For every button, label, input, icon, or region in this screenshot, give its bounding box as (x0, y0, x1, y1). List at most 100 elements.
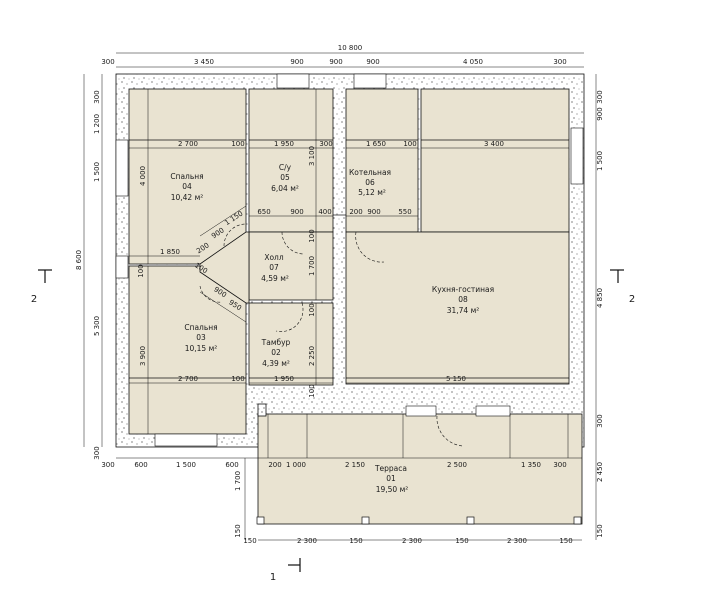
dim-internal: 1 650 (366, 140, 386, 148)
room-label-03: Спальня 03 10,15 м² (184, 323, 217, 353)
room-name: Терраса (374, 464, 407, 473)
dim-bottom: 600 (225, 461, 238, 469)
section-marker-left: 2 (31, 269, 52, 305)
room-label-08: Кухня-гостиная 08 31,74 м² (432, 285, 494, 315)
dim-top: 900 (366, 58, 379, 66)
dim-internal: 100 (308, 303, 316, 316)
dim-right: 300 (596, 90, 604, 103)
room-area: 19,50 м² (376, 485, 409, 494)
dim-top: 3 450 (194, 58, 214, 66)
room-08-upper (420, 88, 570, 233)
dim-top: 300 (101, 58, 114, 66)
dim-terrace-top: 2 500 (447, 461, 467, 469)
dim-internal: 2 700 (178, 375, 198, 383)
room-name: Холл (264, 253, 284, 262)
dim-top: 4 050 (463, 58, 483, 66)
dim-terrace-top: 1 000 (286, 461, 306, 469)
room-number: 05 (280, 173, 290, 182)
room-area: 31,74 м² (447, 306, 480, 315)
room-name: С/у (279, 163, 292, 172)
window (115, 255, 129, 279)
dim-internal: 2 250 (308, 346, 316, 366)
dim-internal-hidden: 3 900 (139, 346, 147, 366)
window (276, 73, 310, 89)
room-area: 6,04 м² (271, 184, 299, 193)
window (353, 73, 387, 89)
dim-internal: 650 (257, 208, 270, 216)
dim-top-total: 10 800 (338, 44, 363, 52)
dim-left-total: 8 600 (75, 250, 83, 270)
hall-diagonal-area (199, 231, 250, 304)
room-07-area (248, 231, 334, 301)
window (475, 405, 511, 417)
room-name: Тамбур (261, 338, 291, 347)
door-swing (355, 231, 385, 263)
dim-internal: 550 (398, 208, 411, 216)
dim-right: 1 500 (596, 151, 604, 171)
dim-internal: 100 (308, 229, 316, 242)
door-swing (199, 285, 223, 303)
dim-bottom: 600 (134, 461, 147, 469)
dim-terrace-bottom: 2 300 (402, 537, 422, 545)
terrace-wall-stub (257, 403, 267, 417)
dim-internal: 100 (231, 375, 244, 383)
room-06-area (345, 88, 419, 233)
dim-internal: 1 950 (274, 375, 294, 383)
dim-internal: 1 950 (274, 140, 294, 148)
dim-internal: 300 (319, 140, 332, 148)
dim-internal: 100 (137, 264, 145, 277)
room-08-lower (345, 231, 570, 385)
dim-left: 5 300 (93, 316, 101, 336)
room-name: Спальня (184, 323, 217, 332)
room-number: 04 (182, 182, 192, 191)
dim-terrace-bottom: 2 300 (507, 537, 527, 545)
dim-top: 300 (553, 58, 566, 66)
room-name: Спальня (170, 172, 203, 181)
dimension-lines (83, 52, 597, 541)
room-04-area (128, 88, 247, 265)
dim-top: 900 (290, 58, 303, 66)
dim-internal: 400 (318, 208, 331, 216)
dim-terrace-bottom: 150 (559, 537, 572, 545)
room-name: Котельная (349, 168, 391, 177)
dim-left: 1 500 (93, 162, 101, 182)
dim-terrace-bottom: 150 (243, 537, 256, 545)
dim-bottom: 300 (101, 461, 114, 469)
dim-terrace-bottom: 2 300 (297, 537, 317, 545)
room-label-02: Тамбур 02 4,39 м² (261, 338, 291, 368)
walls (115, 73, 585, 525)
door-swing (436, 415, 464, 447)
dim-internal: 5 150 (446, 375, 466, 383)
room-name: Кухня-гостиная (432, 285, 494, 294)
room-number: 06 (365, 178, 375, 187)
dim-left: 300 (93, 90, 101, 103)
dim-internal: 100 (403, 140, 416, 148)
room-number: 02 (271, 348, 281, 357)
room-label-07: Холл 07 4,59 м² (261, 253, 289, 283)
dim-internal: 3 100 (308, 146, 316, 166)
room-area: 4,59 м² (261, 274, 289, 283)
door-swing (275, 302, 304, 332)
room-label-05: С/у 05 6,04 м² (271, 163, 299, 193)
room-area: 10,15 м² (185, 344, 218, 353)
window (405, 405, 437, 417)
dim-internal: 100 (231, 140, 244, 148)
dim-terrace-top: 300 (553, 461, 566, 469)
room-label-01: Терраса 01 19,50 м² (374, 464, 408, 494)
room-05-area (248, 88, 334, 233)
room-number: 08 (458, 295, 468, 304)
dim-terrace-bottom: 150 (349, 537, 362, 545)
dim-right: 150 (596, 524, 604, 537)
dim-inner-left: 3 900 (139, 346, 147, 366)
dim-left: 1 200 (93, 114, 101, 134)
door-swing (223, 223, 247, 247)
dim-internal: 900 (290, 208, 303, 216)
terrace-area (257, 413, 583, 525)
door-swing (281, 231, 305, 255)
room-number: 03 (196, 333, 206, 342)
dim-internal: 1 850 (160, 248, 180, 256)
dim-right: 2 450 (596, 462, 604, 482)
section-label: 2 (629, 294, 635, 305)
dim-internal: 1 700 (308, 256, 316, 276)
